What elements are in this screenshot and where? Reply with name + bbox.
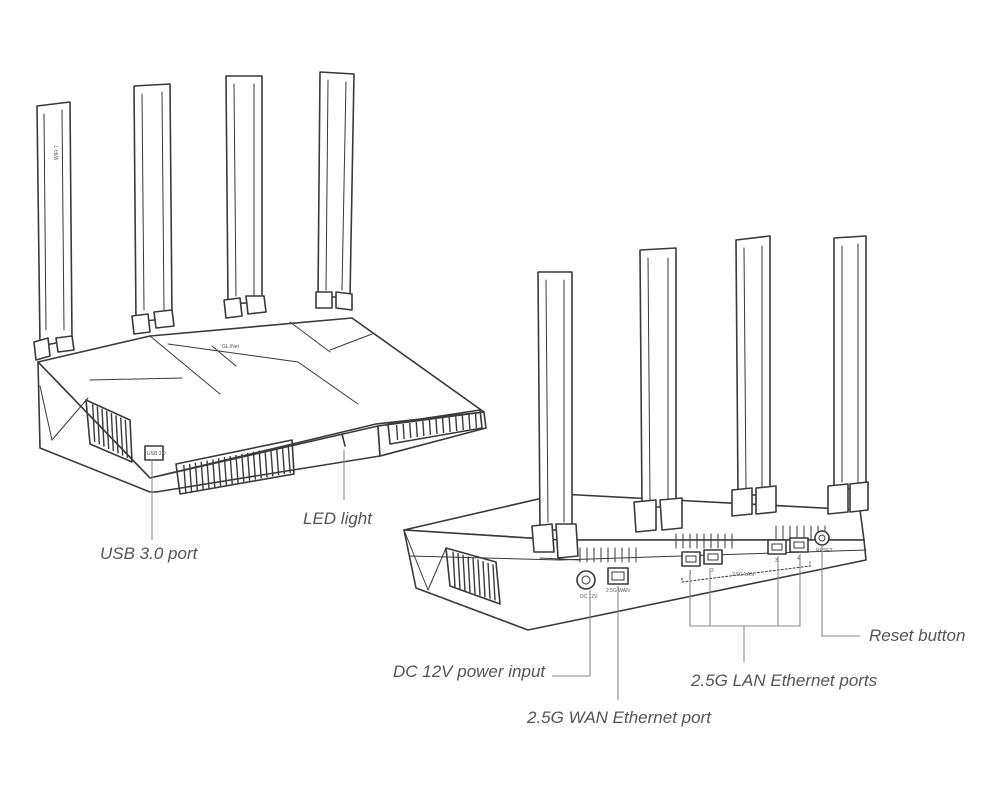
front-antenna-2 [131, 83, 175, 335]
led-light-label: LED light [303, 509, 372, 528]
front-vent-left [175, 439, 295, 495]
lan-port-3: 3 [767, 539, 787, 564]
front-antenna-4 [315, 71, 355, 311]
led-light [341, 433, 346, 447]
usb-port [144, 445, 164, 461]
lan-port-4: 4 [789, 537, 809, 562]
svg-text:3: 3 [775, 558, 778, 564]
reset-leader [821, 546, 860, 637]
usb-port-marking: USB 3.0 [147, 451, 166, 457]
wan-port-label: 2.5G WAN Ethernet port [527, 708, 711, 727]
lan-leader [689, 554, 801, 627]
front-left-vent [85, 399, 133, 463]
rear-left-vent [445, 547, 501, 605]
svg-text:2: 2 [711, 568, 714, 574]
rear-antenna-3 [731, 235, 777, 517]
dc-port-marking: DC 12V [580, 594, 598, 600]
leader-lines [151, 450, 860, 700]
wifi7-badge: WIFI 7 [54, 145, 60, 160]
rear-antenna-1 [531, 271, 581, 561]
front-router: USB 3.0 GL.iNet WIFI 7 [33, 71, 487, 495]
rear-router: DC 12V 2.5G WAN 1 2 3 4 2.5G LAN [403, 235, 869, 631]
rear-antenna-4 [827, 235, 869, 515]
front-vent-right [387, 409, 483, 445]
lan-port-2: 2 [703, 549, 723, 574]
dc-power-port [576, 570, 596, 590]
svg-text:4: 4 [797, 556, 800, 562]
rear-antenna-2 [633, 247, 683, 533]
reset-button-label: Reset button [869, 626, 966, 645]
front-antenna-1: WIFI 7 [33, 101, 75, 361]
lan-ports-label: 2.5G LAN Ethernet ports [691, 671, 878, 690]
reset-marking: RESET [816, 548, 833, 554]
dc-leader [552, 590, 591, 677]
reset-button [814, 530, 830, 546]
front-antenna-3 [223, 75, 267, 319]
usb-port-label: USB 3.0 port [100, 544, 198, 563]
dc-power-label: DC 12V power input [393, 662, 546, 681]
lan-marking: 2.5G LAN [732, 572, 754, 578]
brand-logo: GL.iNet [222, 344, 240, 350]
wan-port [607, 567, 629, 585]
